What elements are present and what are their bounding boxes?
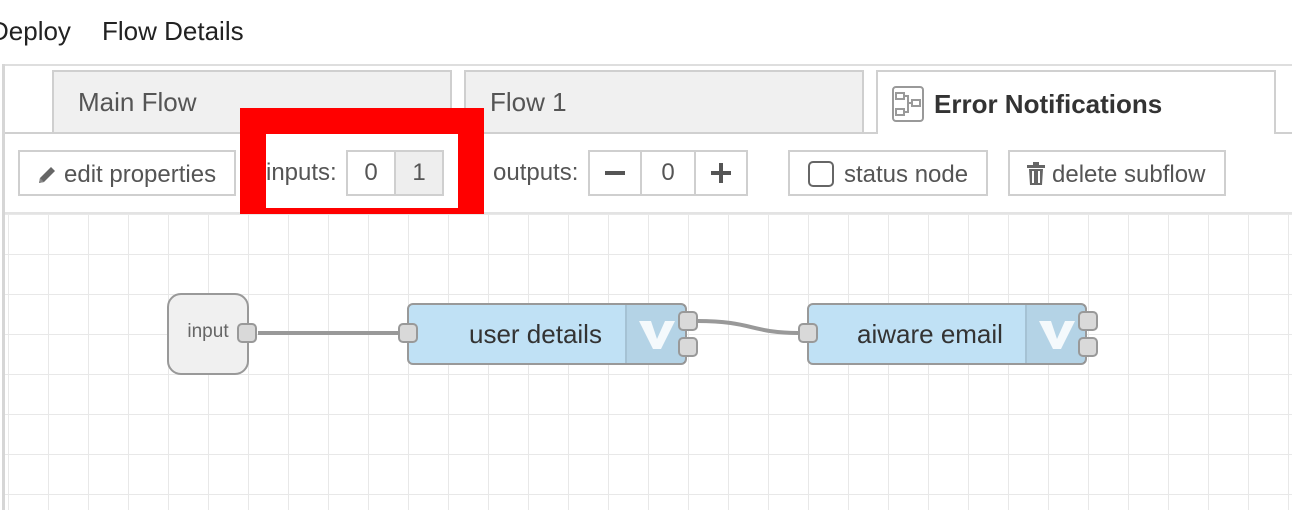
workspace-left-border bbox=[2, 64, 5, 510]
outputs-count: 0 bbox=[640, 150, 696, 196]
aiware-email-node[interactable]: aiware email bbox=[807, 303, 1087, 365]
output-port[interactable] bbox=[678, 337, 698, 357]
node-label: user details bbox=[469, 319, 602, 349]
input-port[interactable] bbox=[798, 323, 818, 343]
user-details-node[interactable]: user details bbox=[407, 303, 687, 365]
node-label: input bbox=[187, 321, 229, 342]
plus-icon bbox=[711, 163, 731, 183]
status-node-label: status node bbox=[844, 161, 969, 188]
veritone-icon bbox=[625, 305, 685, 363]
top-menu-bar: Deploy Flow Details bbox=[0, 0, 1292, 64]
subflow-icon bbox=[892, 86, 924, 122]
delete-subflow-button[interactable]: delete subflow bbox=[1008, 150, 1226, 196]
outputs-increment-button[interactable] bbox=[694, 150, 748, 196]
tab-label: Error Notifications bbox=[934, 89, 1163, 119]
inputs-option-0[interactable]: 0 bbox=[346, 150, 396, 196]
output-port[interactable] bbox=[678, 311, 698, 331]
outputs-label: outputs: bbox=[493, 159, 579, 186]
pencil-icon bbox=[36, 164, 58, 186]
subflow-input-node[interactable]: input bbox=[167, 293, 249, 375]
output-port[interactable] bbox=[1078, 337, 1098, 357]
node-label: aiware email bbox=[857, 319, 1003, 349]
tab-label: Main Flow bbox=[78, 87, 197, 117]
inputs-label: inputs: bbox=[266, 159, 337, 186]
output-port[interactable] bbox=[237, 323, 257, 343]
minus-icon bbox=[605, 171, 625, 175]
status-node-toggle[interactable]: status node bbox=[788, 150, 988, 196]
status-node-checkbox[interactable] bbox=[808, 161, 834, 187]
edit-properties-button[interactable]: edit properties bbox=[18, 150, 236, 196]
output-port[interactable] bbox=[1078, 311, 1098, 331]
outputs-decrement-button[interactable] bbox=[588, 150, 642, 196]
delete-subflow-label: delete subflow bbox=[1052, 161, 1206, 188]
tab-error-notifications[interactable]: Error Notifications bbox=[876, 70, 1276, 136]
input-port[interactable] bbox=[398, 323, 418, 343]
tab-flow-1[interactable]: Flow 1 bbox=[464, 70, 864, 132]
edit-properties-label: edit properties bbox=[64, 161, 217, 188]
tab-label: Flow 1 bbox=[490, 87, 567, 117]
inputs-option-1[interactable]: 1 bbox=[394, 150, 444, 196]
flow-details-menu-item[interactable]: Flow Details bbox=[102, 16, 244, 46]
veritone-icon bbox=[1025, 305, 1085, 363]
trash-icon bbox=[1026, 162, 1046, 186]
divider bbox=[1274, 132, 1292, 134]
deploy-menu-item[interactable]: Deploy bbox=[0, 16, 71, 46]
